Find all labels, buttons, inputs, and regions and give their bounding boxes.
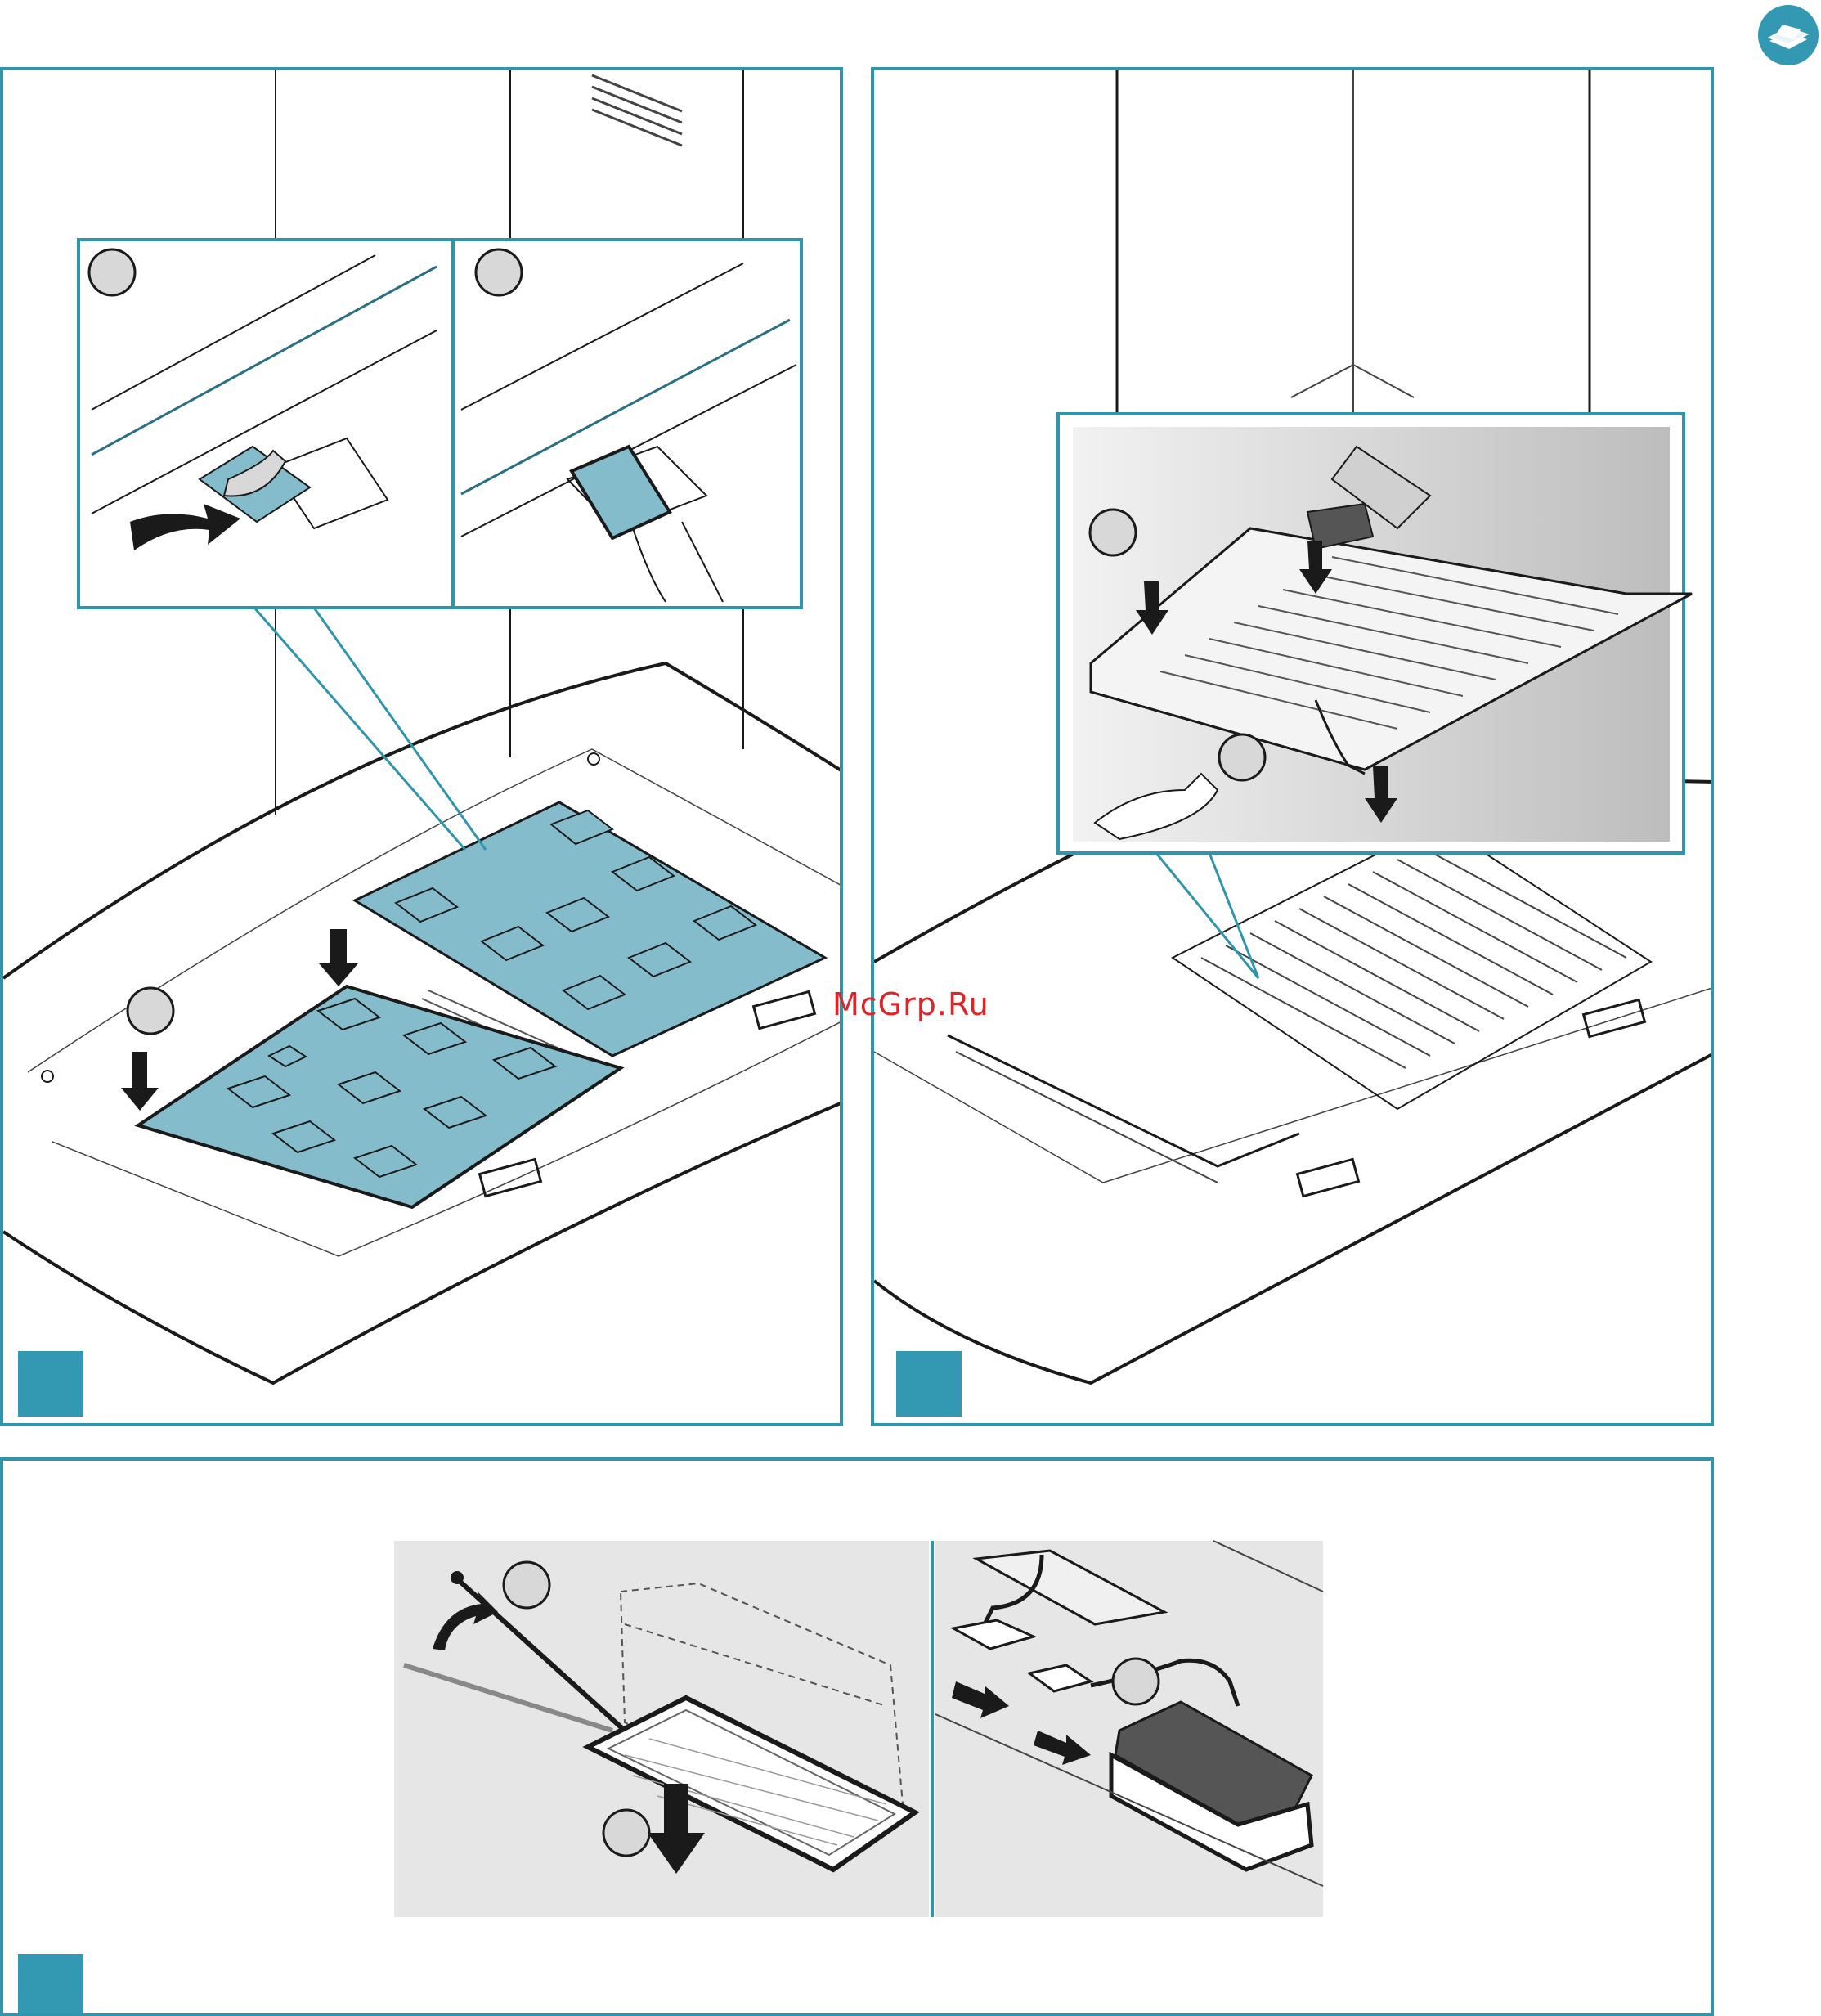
panel-grease-filter: [871, 67, 1714, 1426]
step-number-circle: [476, 249, 522, 295]
odour-filter-illustration: [3, 1461, 1714, 2016]
step-number-circle: [89, 249, 135, 295]
hood-underside-illustration: [3, 70, 843, 1426]
book-icon: [1758, 5, 1819, 65]
step-number-circle: [128, 988, 173, 1034]
step-badge-c: [18, 1954, 83, 2016]
step-number-circle: [1090, 510, 1136, 555]
step-number-circle: [1219, 734, 1265, 780]
grease-filter-illustration: [874, 70, 1714, 1426]
step-number-circle: [1113, 1659, 1159, 1704]
step-number-circle: [603, 1810, 649, 1856]
watermark: McGrp.Ru: [832, 986, 989, 1022]
panel-filter-mats: [0, 67, 843, 1426]
step-number-circle: [504, 1562, 549, 1608]
step-badge-b: [896, 1351, 962, 1417]
panel-odour-filter: [0, 1457, 1714, 2016]
step-badge-a: [18, 1351, 83, 1417]
